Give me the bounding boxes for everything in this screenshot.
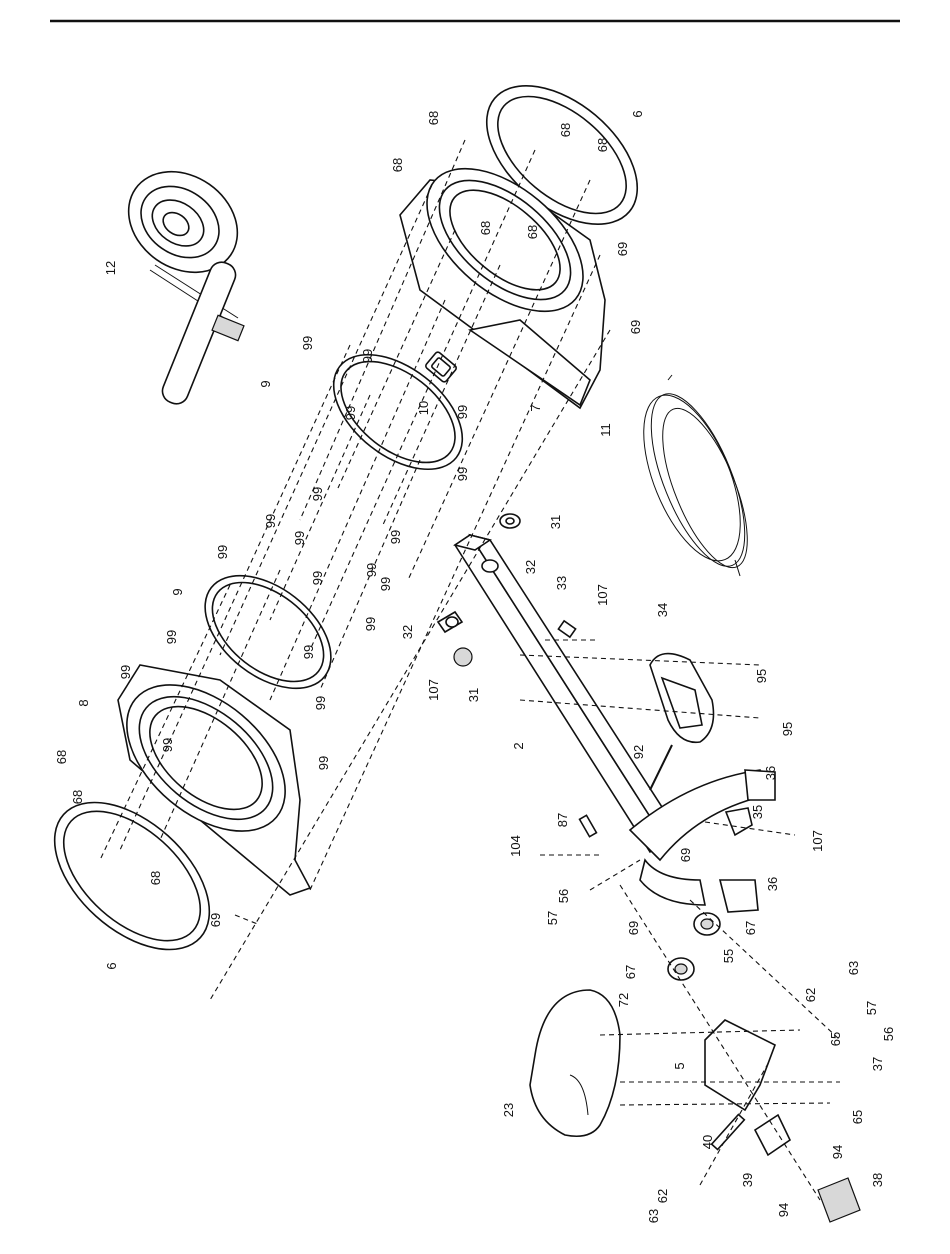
callout-c-99-m: 99 xyxy=(378,577,393,591)
callout-c-99-q: 99 xyxy=(118,665,133,679)
callout-c-87: 87 xyxy=(555,813,570,827)
callout-c-99-i: 99 xyxy=(388,530,403,544)
callout-c-95-b: 95 xyxy=(780,722,795,736)
part-23-seat xyxy=(530,990,620,1136)
callout-c-2: 2 xyxy=(511,742,526,749)
callout-c-99-k: 99 xyxy=(310,571,325,585)
callout-c-32-a: 32 xyxy=(523,560,538,574)
callout-c-8: 8 xyxy=(76,699,91,706)
callout-c-7: 7 xyxy=(528,404,543,411)
callout-c-99-g: 99 xyxy=(263,514,278,528)
callout-c-63-b: 63 xyxy=(646,1209,661,1223)
callout-c-99-n: 99 xyxy=(363,617,378,631)
part-92-bolt xyxy=(650,745,672,790)
callout-c-107-b: 107 xyxy=(426,679,441,701)
part-38-foot-pad xyxy=(818,1178,860,1222)
callout-c-68-e: 68 xyxy=(478,221,493,235)
callout-c-10: 10 xyxy=(416,401,431,415)
callout-c-68-i: 68 xyxy=(148,871,163,885)
callout-c-56-b: 56 xyxy=(881,1027,896,1041)
part-10-bracket xyxy=(425,351,458,383)
callout-c-67-a: 67 xyxy=(743,921,758,935)
callout-c-68-b: 68 xyxy=(390,158,405,172)
callout-c-99-l: 99 xyxy=(364,563,379,577)
callout-c-99-f: 99 xyxy=(310,487,325,501)
callout-c-92: 92 xyxy=(631,745,646,759)
callout-c-99-j: 99 xyxy=(215,545,230,559)
part-40-pin xyxy=(712,1114,745,1149)
callout-c-99-r: 99 xyxy=(313,696,328,710)
part-35-clip xyxy=(726,808,752,835)
callout-c-31-a: 31 xyxy=(548,515,563,529)
callout-c-69-a: 69 xyxy=(615,242,630,256)
callout-c-57-a: 57 xyxy=(545,911,560,925)
part-33-clip xyxy=(558,621,575,637)
callout-c-99-t: 99 xyxy=(316,756,331,770)
callout-c-69-d: 69 xyxy=(626,921,641,935)
callout-c-9-a: 9 xyxy=(258,380,273,387)
callout-c-69-b: 69 xyxy=(628,320,643,334)
callout-c-94-b: 94 xyxy=(776,1203,791,1217)
callout-c-34: 34 xyxy=(655,603,670,617)
callout-c-36-a: 36 xyxy=(763,766,778,780)
callout-c-68-h: 68 xyxy=(70,790,85,804)
callout-c-62-a: 62 xyxy=(803,988,818,1002)
callout-c-99-b: 99 xyxy=(360,349,375,363)
callout-c-99-a: 99 xyxy=(300,336,315,350)
callout-c-67-b: 67 xyxy=(623,965,638,979)
callout-c-23: 23 xyxy=(501,1103,516,1117)
callout-c-38: 38 xyxy=(870,1173,885,1187)
callout-c-68-c: 68 xyxy=(558,123,573,137)
callout-c-63-a: 63 xyxy=(846,961,861,975)
callout-c-107-a: 107 xyxy=(595,584,610,606)
callout-c-99-o: 99 xyxy=(164,630,179,644)
part-67-rollers xyxy=(668,913,720,980)
callout-c-68-d: 68 xyxy=(595,138,610,152)
callout-c-68-f: 68 xyxy=(525,225,540,239)
callout-c-11: 11 xyxy=(598,423,613,437)
callout-c-6-b: 6 xyxy=(104,962,119,969)
part-87-plate xyxy=(580,815,597,836)
callout-c-65-a: 65 xyxy=(828,1032,843,1046)
callout-c-68-a: 68 xyxy=(426,111,441,125)
callout-c-39: 39 xyxy=(740,1173,755,1187)
part-34-frame xyxy=(650,654,714,743)
callout-c-56-a: 56 xyxy=(556,889,571,903)
part-5-seat-carriage xyxy=(705,1020,775,1110)
callout-c-12: 12 xyxy=(103,261,118,275)
callout-c-35: 35 xyxy=(750,805,765,819)
callout-c-62-b: 62 xyxy=(655,1189,670,1203)
callout-c-99-e: 99 xyxy=(455,467,470,481)
part-39-axle xyxy=(755,1115,790,1155)
callout-c-65-b: 65 xyxy=(850,1110,865,1124)
callout-c-40: 40 xyxy=(700,1135,715,1149)
callout-c-32-b: 32 xyxy=(400,625,415,639)
callout-c-36-b: 36 xyxy=(765,877,780,891)
callout-c-55: 55 xyxy=(721,949,736,963)
callout-c-99-p: 99 xyxy=(301,645,316,659)
callout-c-99-s: 99 xyxy=(160,738,175,752)
callout-c-95-a: 95 xyxy=(754,669,769,683)
callout-c-33: 33 xyxy=(554,576,569,590)
callout-c-69-e: 69 xyxy=(208,913,223,927)
callout-c-94-a: 94 xyxy=(830,1145,845,1159)
callout-c-72: 72 xyxy=(616,993,631,1007)
callout-c-107-c: 107 xyxy=(810,830,825,852)
callout-c-99-h: 99 xyxy=(292,531,307,545)
callout-c-31-b: 31 xyxy=(466,688,481,702)
callout-c-68-g: 68 xyxy=(54,750,69,764)
part-12-strap-and-handle xyxy=(109,151,257,407)
callout-c-6-a: 6 xyxy=(630,110,645,117)
callout-c-57-b: 57 xyxy=(864,1001,879,1015)
callout-c-9-b: 9 xyxy=(170,588,185,595)
callout-c-104: 104 xyxy=(508,835,523,857)
callout-c-5: 5 xyxy=(672,1062,687,1069)
callout-c-99-d: 99 xyxy=(455,405,470,419)
callout-c-69-c: 69 xyxy=(678,848,693,862)
callout-c-99-c: 99 xyxy=(343,406,358,420)
callout-c-37: 37 xyxy=(870,1057,885,1071)
part-11-cable xyxy=(624,375,765,578)
